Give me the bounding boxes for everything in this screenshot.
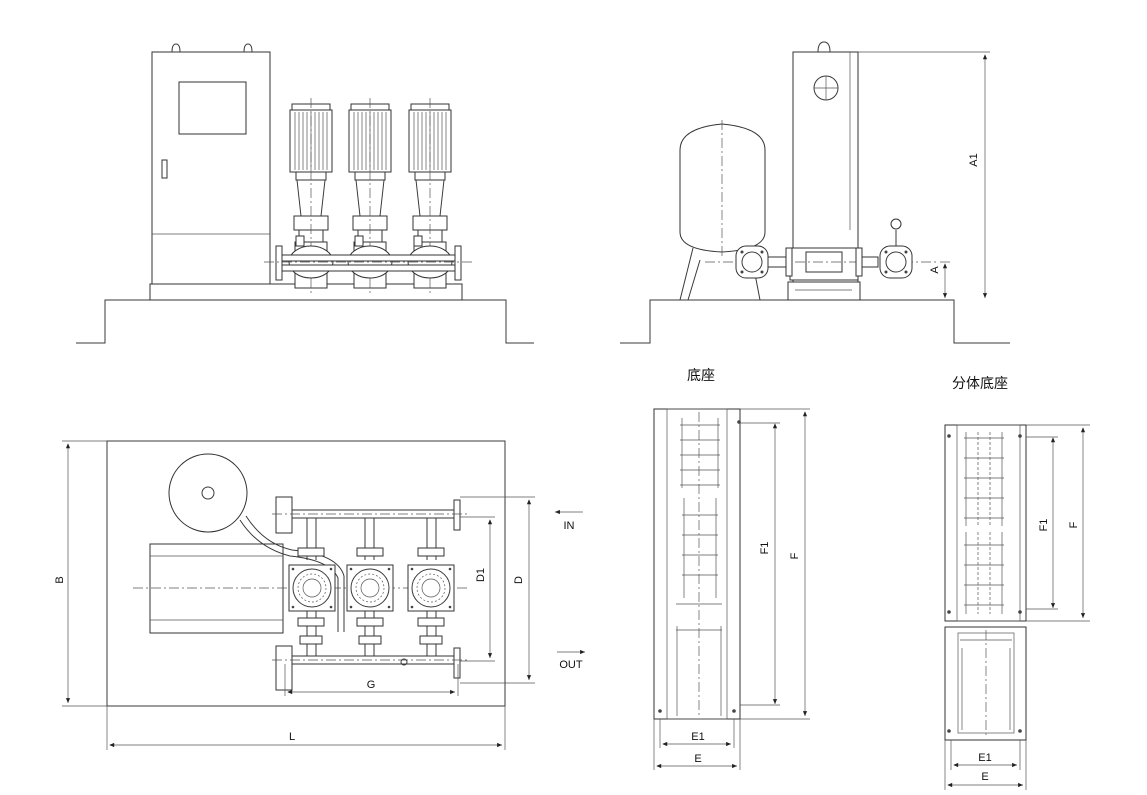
pressure-tank [679, 120, 766, 301]
split-base-view: 分体底座 F1 F E1 E [944, 376, 1090, 790]
label-F1: F1 [759, 542, 771, 555]
split-base-caption: 分体底座 [952, 376, 1008, 392]
base-frame-view: 底座 F1 F E1 E [653, 368, 810, 770]
base-grid [676, 412, 722, 716]
inlet-flange [735, 245, 769, 279]
suction-manifold [279, 254, 459, 262]
label-L: L [289, 731, 295, 743]
label-E1: E1 [691, 731, 704, 743]
outlet-label: OUT [559, 659, 583, 671]
foundation-outline-side [620, 299, 1010, 344]
label-D1: D1 [475, 568, 487, 582]
label-E: E [694, 753, 701, 765]
pump-bodies [264, 235, 472, 281]
pump-risers [297, 518, 445, 656]
label-A1: A1 [968, 153, 980, 166]
foundation-plan [106, 440, 506, 707]
pressure-gauge-icon [890, 218, 902, 230]
label-F: F [789, 552, 801, 559]
base-caption: 底座 [687, 368, 715, 384]
door-handle-icon [161, 159, 168, 179]
pump-plan-3 [407, 564, 455, 612]
label-E-split: E [981, 771, 988, 783]
inlet-label: IN [564, 520, 575, 532]
plan-view: D D1 G L B IN OUT [54, 440, 585, 750]
side-elevation-view: A1 A [620, 41, 1010, 344]
label-E1-split: E1 [978, 752, 991, 764]
valve-icon [400, 658, 408, 666]
label-F1-split: F1 [1038, 519, 1050, 532]
control-cabinet [151, 43, 271, 285]
label-B: B [54, 576, 66, 583]
front-elevation-view [76, 43, 534, 344]
pump-plan-2 [346, 564, 394, 612]
label-A: A [929, 266, 941, 274]
outlet-flange [879, 218, 913, 279]
label-G: G [367, 679, 376, 691]
control-cabinet-plan [149, 543, 284, 634]
label-D: D [513, 576, 525, 584]
label-F-split: F [1068, 521, 1080, 528]
pump-plan-1 [288, 564, 336, 612]
split-base-grid [964, 432, 1004, 614]
discharge-manifold [279, 264, 459, 272]
pressure-tank-plan [168, 453, 248, 533]
foundation-outline [76, 299, 534, 344]
control-cabinet-side [792, 41, 859, 283]
